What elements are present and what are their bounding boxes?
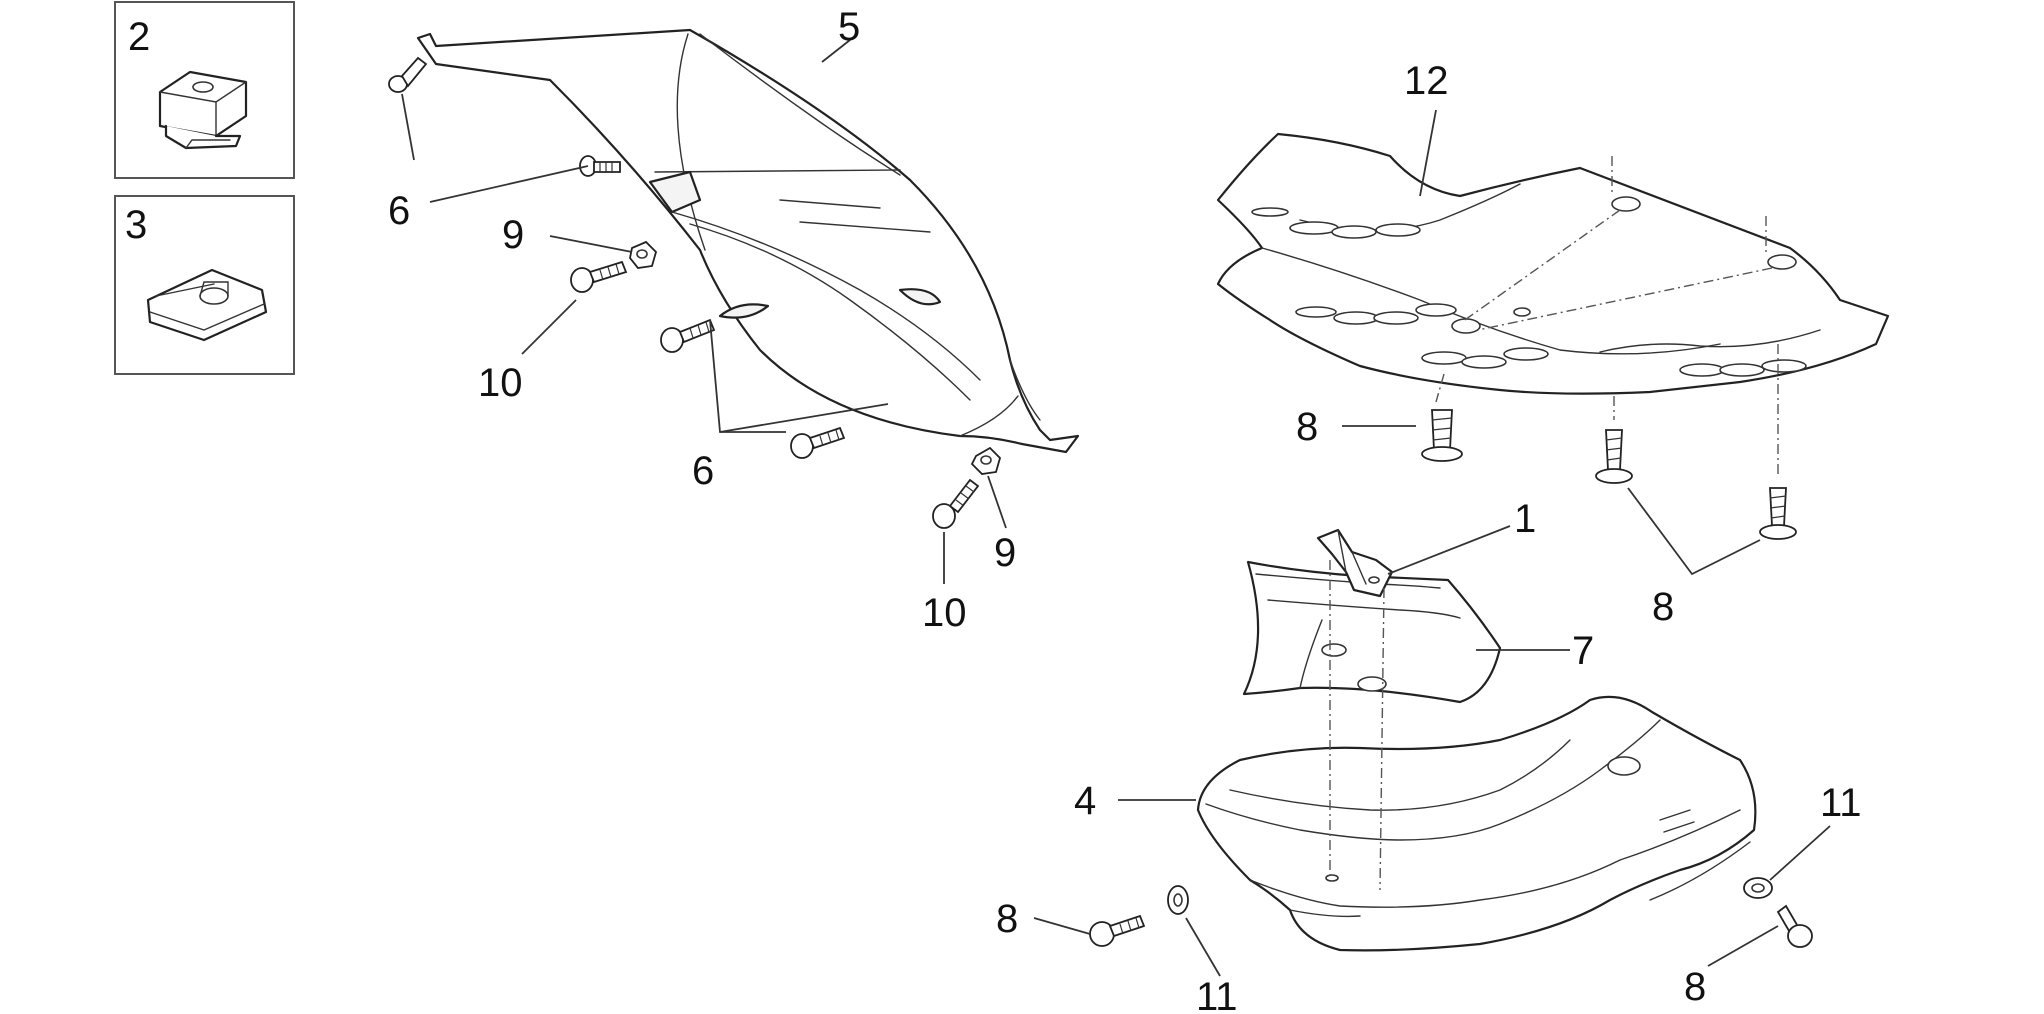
callout-8-skid-right: 8 (1652, 585, 1674, 629)
screw-icon (579, 155, 621, 177)
nut-icon (970, 446, 1002, 475)
callout-8-skid-left: 8 (1296, 405, 1318, 449)
leader-lines (401, 39, 1831, 977)
callout-4: 4 (1074, 779, 1096, 823)
callout-1: 1 (1514, 497, 1536, 541)
screw-icon (1089, 914, 1146, 947)
screw-icon (570, 260, 628, 293)
screw-icon (1759, 487, 1797, 540)
screw-icon (790, 426, 846, 459)
washer-icon (1743, 877, 1773, 899)
callout-8-bottom-right: 8 (1684, 965, 1706, 1009)
callout-3: 3 (125, 203, 147, 247)
assembly-axes (1329, 156, 1779, 891)
fasteners (388, 56, 1813, 948)
callout-9-lower: 9 (994, 531, 1016, 575)
callout-12: 12 (1404, 59, 1449, 103)
belly-pan-part-4 (1196, 695, 1757, 952)
screw-icon (1776, 904, 1813, 948)
callout-9-upper: 9 (502, 213, 524, 257)
skid-plate-part-12 (1216, 132, 1890, 395)
clip-nut-part-2 (158, 70, 248, 150)
callout-8-bottom-left: 8 (996, 897, 1018, 941)
screw-icon (388, 56, 428, 93)
callout-6-lower: 6 (692, 449, 714, 493)
callout-5: 5 (838, 5, 860, 49)
callout-10-lower: 10 (922, 591, 967, 635)
nut-icon (629, 240, 658, 269)
screw-icon (1421, 409, 1463, 462)
inset-box-part-3: 3 (114, 195, 295, 375)
screw-icon (1595, 429, 1633, 484)
screw-icon (660, 318, 716, 353)
callout-labels: 5 6 9 10 6 9 10 12 8 8 1 7 4 8 11 11 8 (388, 5, 1862, 1014)
callout-11-left: 11 (1196, 975, 1238, 1014)
side-fairing-part-5 (416, 28, 1080, 454)
callout-7: 7 (1572, 629, 1594, 673)
callout-10-upper: 10 (478, 361, 523, 405)
inset-box-part-2: 2 (114, 1, 295, 179)
spring-clip-part-3 (146, 268, 268, 342)
washer-icon (1167, 885, 1189, 915)
bracket-part-1 (1316, 528, 1394, 598)
callout-2: 2 (128, 15, 150, 59)
screw-icon (932, 478, 980, 529)
callout-11-right: 11 (1820, 781, 1862, 825)
callout-6-upper: 6 (388, 189, 410, 233)
